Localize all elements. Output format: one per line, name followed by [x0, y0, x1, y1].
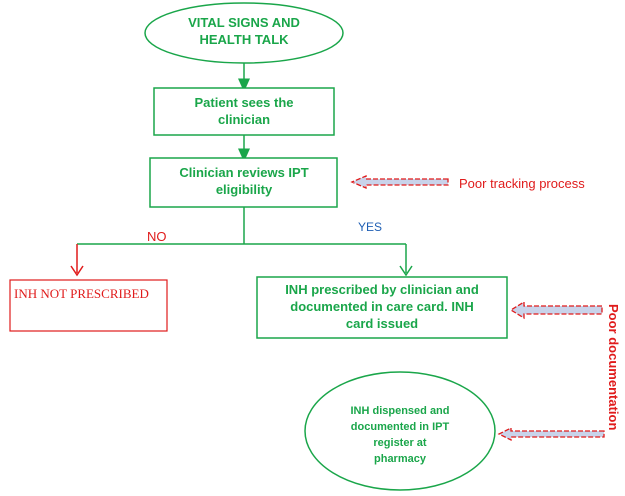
inh-not-prescribed-label: INH NOT PRESCRIBED [14, 286, 149, 301]
inh-prescribed-box [256, 276, 508, 339]
patient-sees-line-2: clinician [218, 112, 270, 127]
patient-sees-line-1: Patient sees the [195, 95, 294, 110]
inh-not-prescribed-box [9, 279, 168, 332]
inh-prescribed-line-1: INH prescribed by clinician and [285, 282, 479, 297]
poor-tracking-callout: Poor tracking process [350, 175, 585, 191]
poor-documentation-arrow-bottom [497, 426, 605, 442]
inh-dispensed-line-2: documented in IPT [351, 421, 450, 433]
inh-prescribed-line-2: documented in care card. INH [290, 299, 474, 314]
patient-sees-node: Patient sees the clinician [153, 87, 335, 136]
inh-dispensed-line-3: register at [373, 437, 427, 449]
branch-no-label: NO [147, 229, 167, 244]
vital-signs-line-2: HEALTH TALK [199, 32, 289, 47]
reviews-ipt-node: Clinician reviews IPT eligibility [149, 157, 338, 208]
vital-signs-line-1: VITAL SIGNS AND [188, 15, 300, 30]
vital-signs-node: VITAL SIGNS AND HEALTH TALK [144, 2, 344, 64]
inh-dispensed-node: INH dispensed and documented in IPT regi… [304, 371, 496, 491]
branch-no-arrowhead [70, 265, 84, 277]
inh-dispensed-ellipse [304, 371, 496, 491]
decision-branches: NO YES [70, 207, 413, 277]
inh-prescribed-node: INH prescribed by clinician and document… [256, 276, 508, 339]
poor-documentation-callout: Poor documentation [497, 300, 621, 442]
inh-not-prescribed-node: INH NOT PRESCRIBED [9, 279, 168, 332]
branch-yes-arrowhead [399, 265, 413, 277]
inh-dispensed-line-1: INH dispensed and [350, 405, 449, 417]
patient-sees-box [153, 87, 335, 136]
reviews-ipt-line-2: eligibility [216, 182, 273, 197]
inh-dispensed-line-4: pharmacy [374, 453, 427, 465]
inh-prescribed-line-3: card issued [346, 316, 418, 331]
branch-yes-label: YES [358, 220, 382, 234]
reviews-ipt-line-1: Clinician reviews IPT [179, 165, 308, 180]
poor-documentation-label: Poor documentation [606, 304, 621, 430]
poor-tracking-label: Poor tracking process [459, 176, 585, 191]
poor-documentation-arrow-top [509, 300, 603, 320]
poor-tracking-arrow [350, 175, 449, 189]
